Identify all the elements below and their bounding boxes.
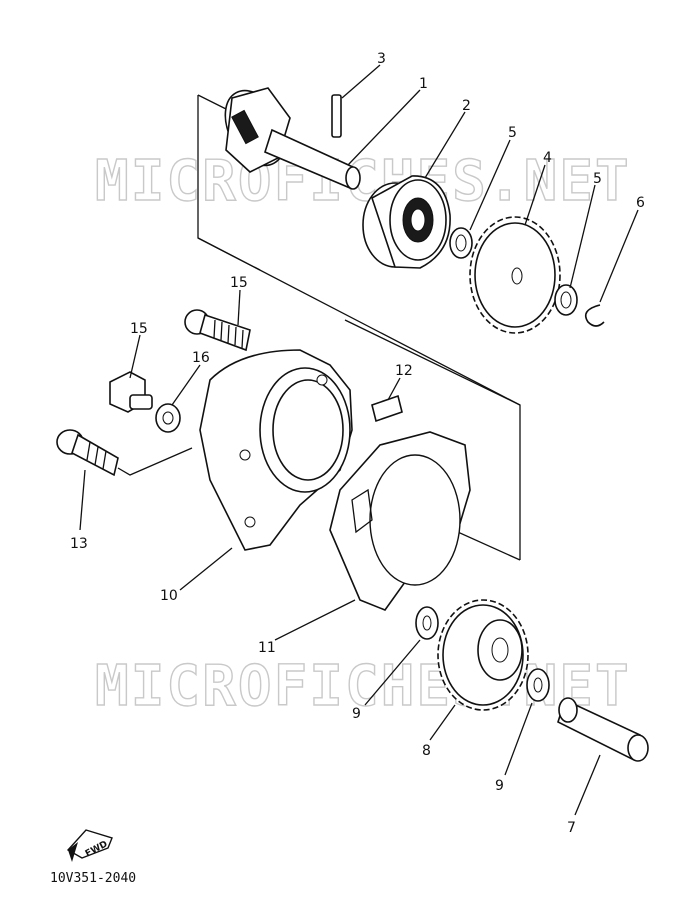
- leader-lines: [79, 64, 639, 816]
- assembly-frame: [117, 94, 521, 561]
- callout-10: 10: [160, 588, 178, 604]
- thrust-washer-right-part: [526, 668, 550, 702]
- callout-13: 13: [70, 536, 88, 552]
- callout-7: 7: [567, 820, 576, 836]
- washer-right-part: [554, 284, 578, 316]
- pump-housing-part: [199, 349, 353, 551]
- callout-8: 8: [422, 743, 431, 759]
- callout-14: 15: [230, 275, 248, 291]
- callout-15: 15: [130, 321, 148, 337]
- watermark-top: MICROFICHES.NET: [95, 149, 631, 214]
- gear-shaft-part: [557, 697, 649, 762]
- callout-3: 3: [377, 51, 386, 67]
- forward-arrow-icon: FWD: [66, 829, 113, 862]
- gear-upper-part: [469, 216, 561, 334]
- bearing-part: [362, 175, 451, 269]
- callout-9a: 9: [352, 706, 361, 722]
- gear-lower-part: [437, 599, 529, 711]
- bolt-lower-part: [56, 429, 119, 477]
- impeller-shaft-part: [224, 87, 361, 190]
- pin-part: [331, 94, 342, 138]
- callout-16: 16: [192, 350, 210, 366]
- seal-washer-part: [155, 403, 181, 433]
- gasket-part: [329, 431, 471, 611]
- circlip-part: [584, 304, 605, 327]
- bolt-upper-part: [184, 309, 251, 352]
- callout-11: 11: [258, 640, 276, 656]
- callout-6: 6: [636, 195, 645, 211]
- diagram-code: 10V351-2040: [50, 871, 136, 886]
- drain-plug-part: [109, 371, 153, 413]
- callout-5b: 5: [593, 171, 602, 187]
- thrust-washer-left-part: [415, 606, 439, 640]
- callout-5a: 5: [508, 125, 517, 141]
- washer-part: [449, 227, 473, 259]
- callout-12: 12: [395, 363, 413, 379]
- callout-9b: 9: [495, 778, 504, 794]
- callout-2: 2: [462, 98, 471, 114]
- callout-4: 4: [543, 150, 552, 166]
- dowel-pin-part: [371, 394, 403, 423]
- callout-1: 1: [419, 76, 428, 92]
- watermark-bottom: MICROFICHES.NET: [95, 654, 631, 719]
